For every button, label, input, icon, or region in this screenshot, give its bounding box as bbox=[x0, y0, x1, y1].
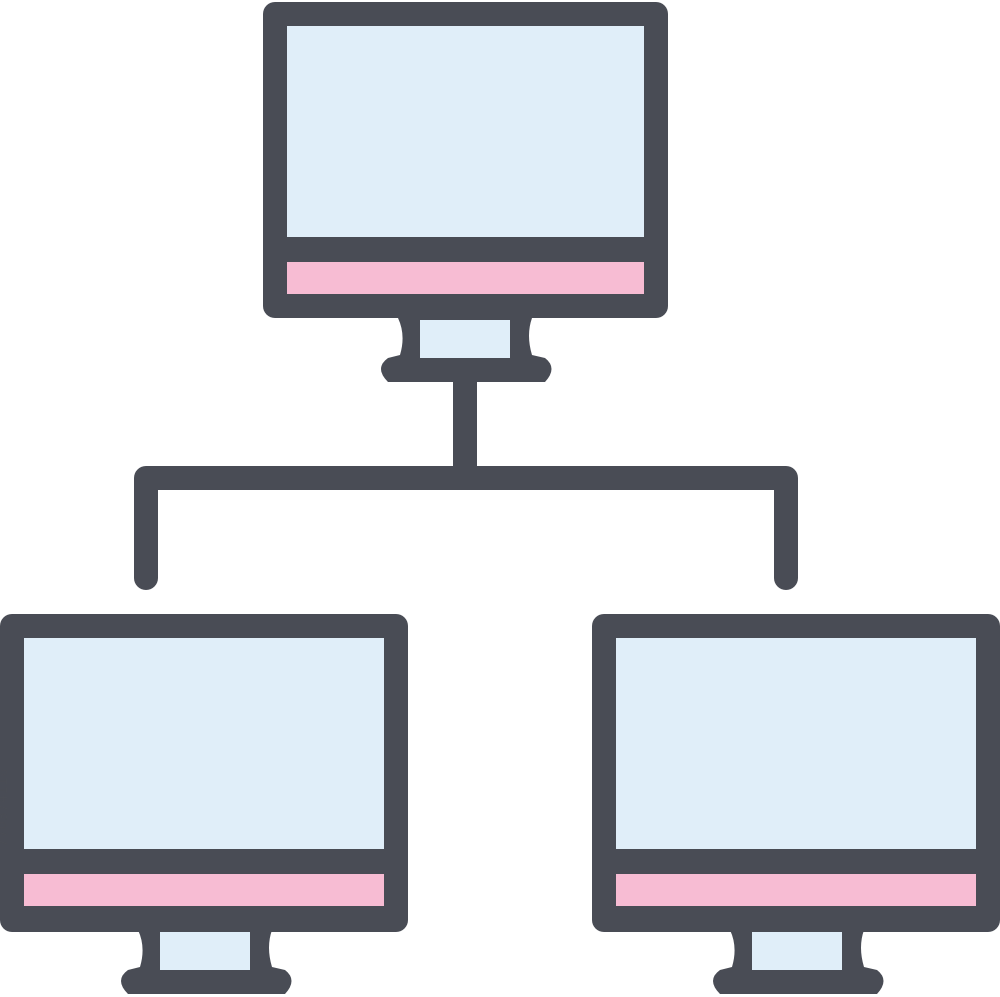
stock-image-id: 770374116 bbox=[0, 768, 11, 847]
monitor-right-bar bbox=[616, 874, 976, 906]
monitor-left bbox=[0, 614, 408, 994]
monitor-left-bar bbox=[24, 874, 384, 906]
monitor-top bbox=[263, 2, 668, 382]
monitor-left-screen bbox=[24, 638, 384, 849]
monitor-top-bar bbox=[287, 262, 644, 294]
monitor-right bbox=[592, 614, 1000, 994]
monitor-top-screen bbox=[287, 26, 644, 237]
monitor-top-stand-neck bbox=[420, 320, 510, 358]
monitor-left-stand-neck bbox=[160, 932, 250, 970]
connector-horizontal bbox=[134, 466, 798, 590]
monitor-right-screen bbox=[616, 638, 976, 849]
network-connector bbox=[134, 360, 798, 590]
monitor-right-stand-neck bbox=[752, 932, 842, 970]
